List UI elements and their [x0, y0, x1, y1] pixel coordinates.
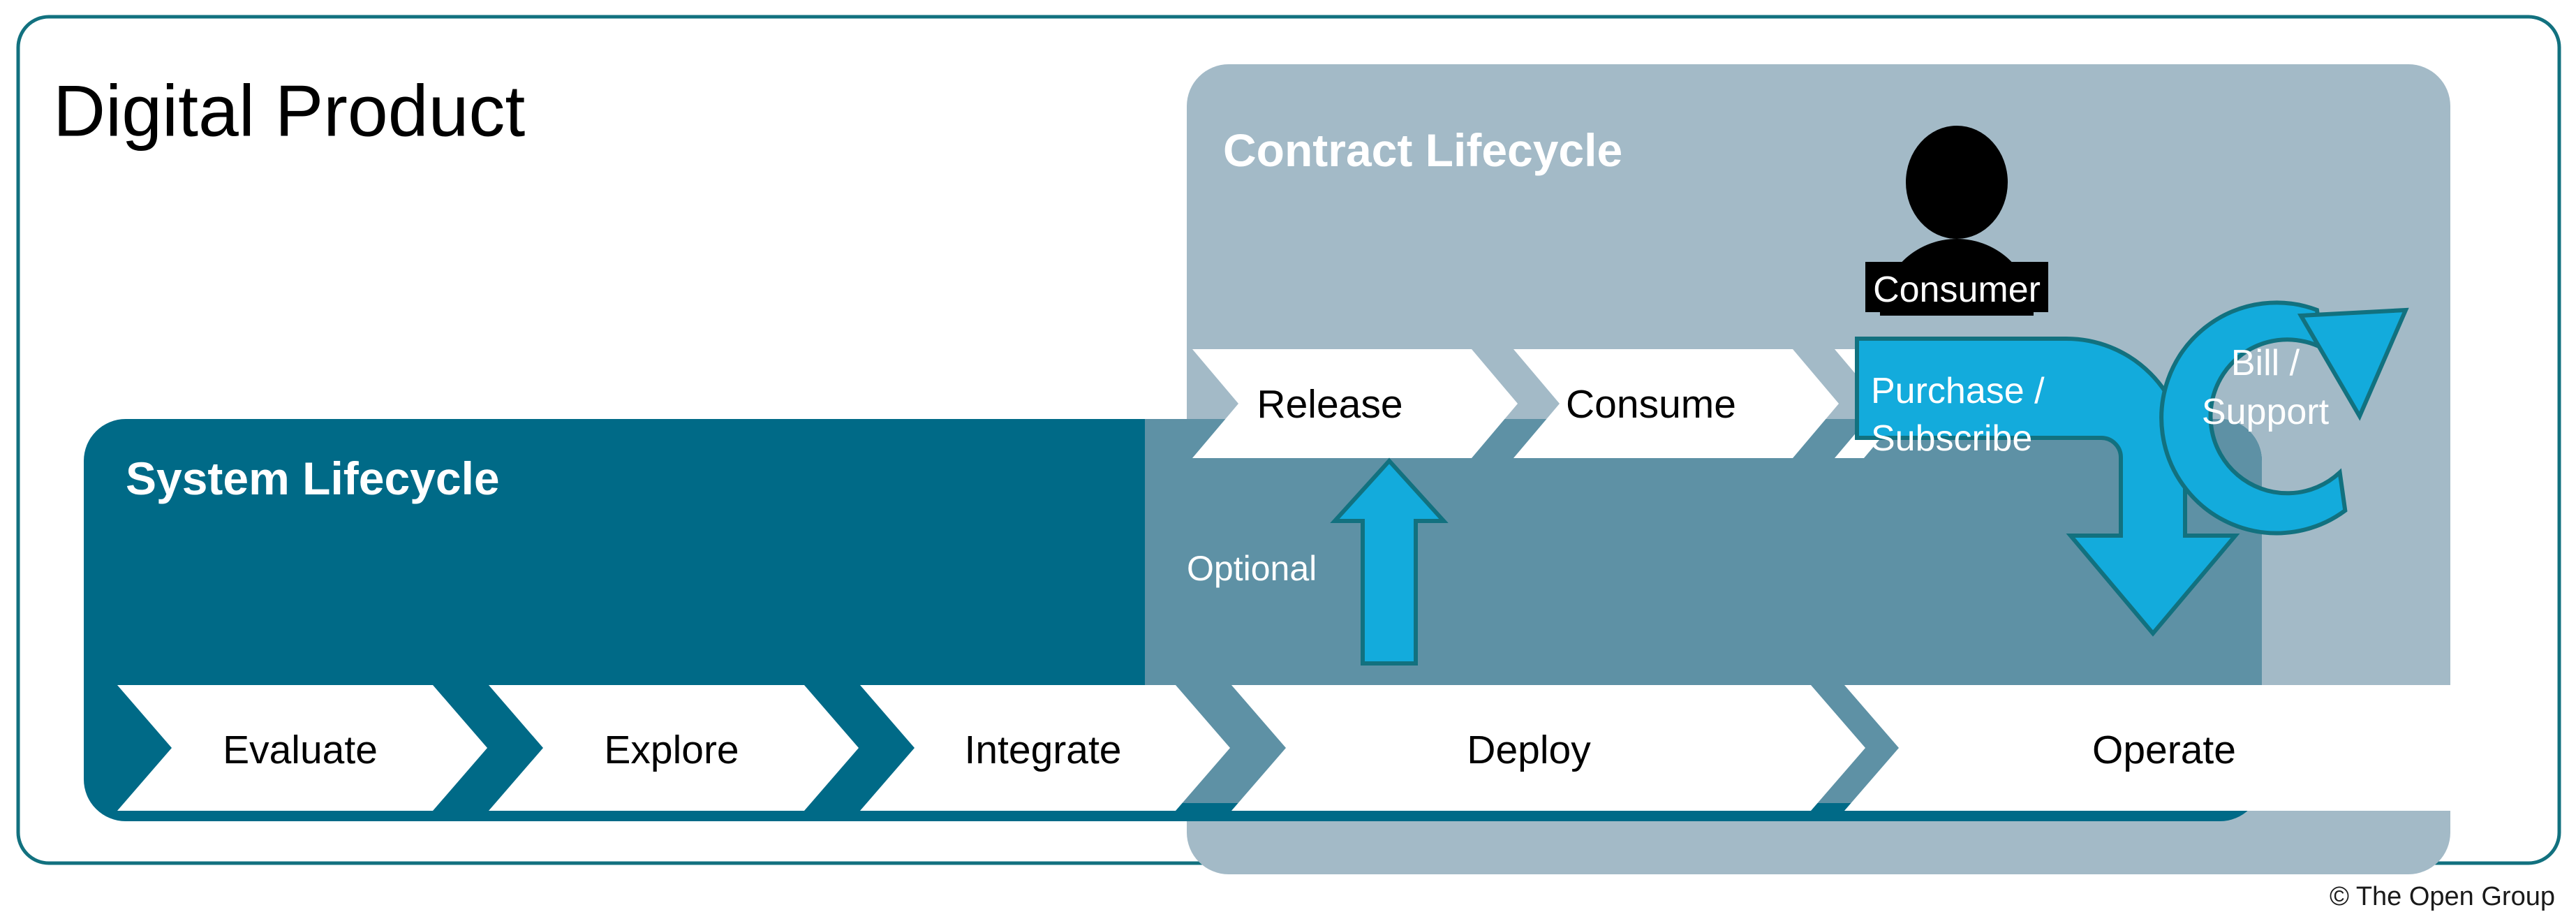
system-step-label: Integrate	[965, 728, 1122, 772]
circular-arrow-head-icon	[2297, 307, 2409, 421]
system-step-explore[interactable]: Explore	[489, 685, 859, 811]
consumer-actor: Consumer	[1865, 126, 2048, 316]
purchase-subscribe-label-line2: Subscribe	[1871, 418, 2032, 459]
bill-support-cycle[interactable]: Bill / Support	[2147, 296, 2409, 548]
contract-step-consume[interactable]: Consume	[1513, 349, 1839, 458]
optional-label: Optional	[1187, 549, 1317, 588]
system-step-label: Deploy	[1467, 728, 1591, 772]
system-step-label: Operate	[2092, 728, 2236, 772]
bill-support-label-line1: Bill /	[2231, 343, 2300, 383]
up-arrow-icon	[1330, 457, 1449, 666]
system-step-label: Evaluate	[223, 728, 378, 772]
contract-step-label: Release	[1257, 382, 1402, 427]
circular-arrow-ring-icon	[2159, 300, 2348, 536]
copyright-notice: © The Open Group	[2330, 882, 2555, 911]
page-title: Digital Product	[53, 71, 525, 152]
lane-title-system-lifecycle: System Lifecycle	[126, 453, 500, 504]
person-head-icon	[1906, 126, 2008, 239]
contract-step-label: Consume	[1566, 382, 1736, 427]
optional-annotation[interactable]: Optional	[1187, 457, 1449, 666]
consumer-label: Consumer	[1873, 270, 2041, 310]
purchase-subscribe-label-line1: Purchase /	[1871, 371, 2045, 411]
system-step-deploy[interactable]: Deploy	[1231, 685, 1865, 811]
person-label-plate	[1865, 262, 2048, 312]
bill-support-label-line2: Support	[2202, 392, 2330, 432]
lane-title-contract-lifecycle: Contract Lifecycle	[1223, 124, 1622, 176]
system-step-evaluate[interactable]: Evaluate	[117, 685, 487, 811]
contract-step-release[interactable]: Release	[1192, 349, 1518, 458]
system-step-integrate[interactable]: Integrate	[860, 685, 1230, 811]
system-step-operate[interactable]: Operate	[1844, 685, 2527, 811]
system-step-label: Explore	[604, 728, 739, 772]
